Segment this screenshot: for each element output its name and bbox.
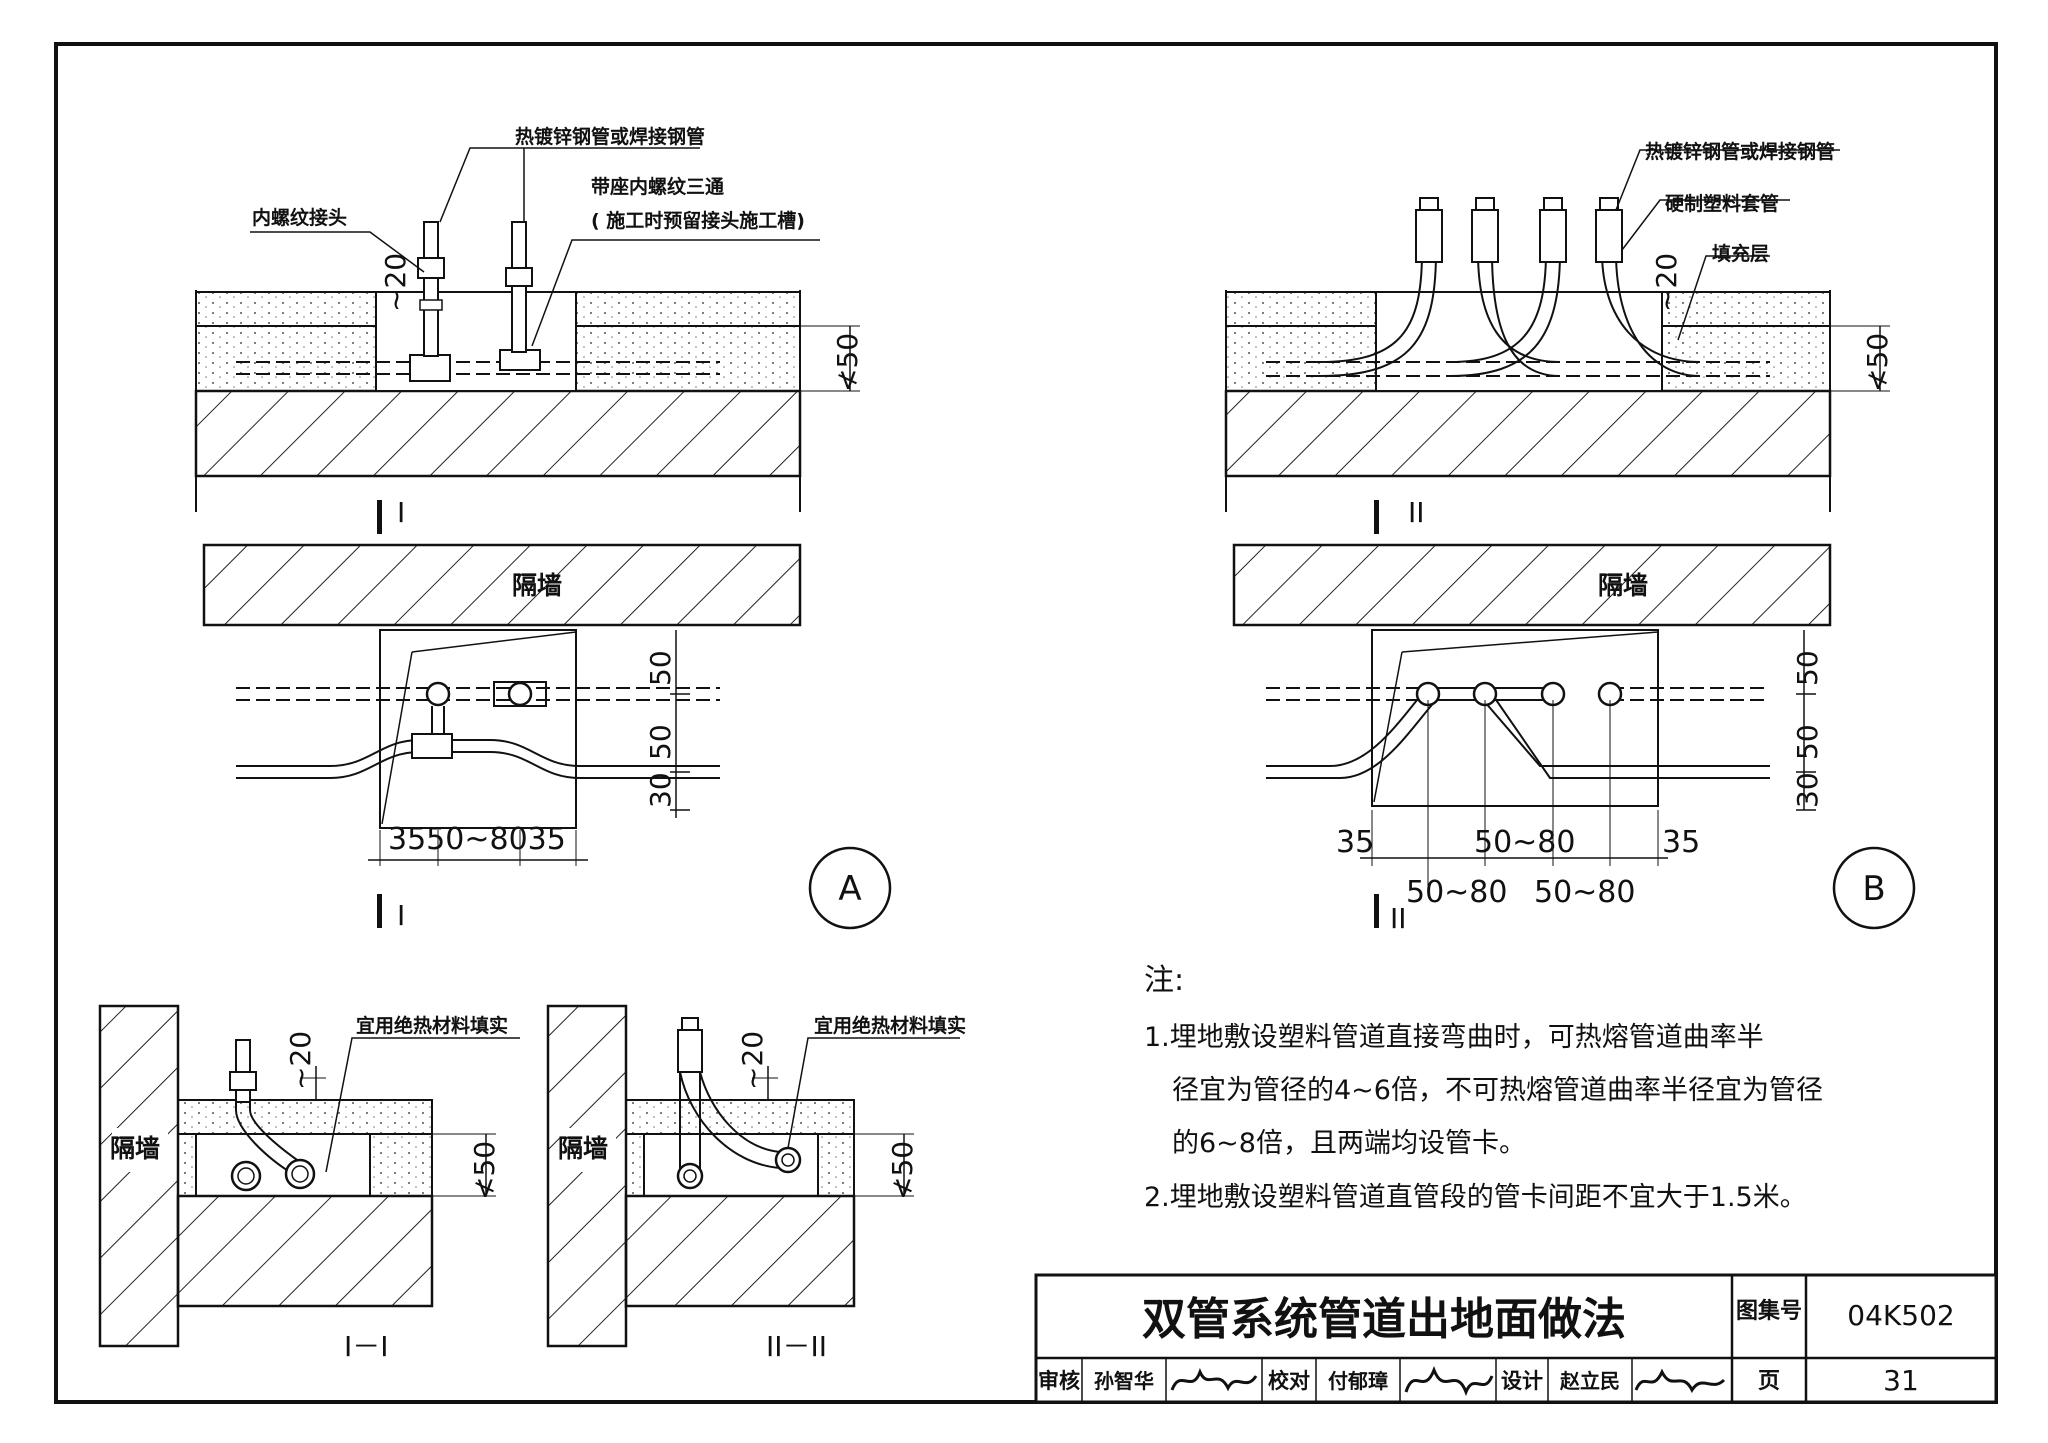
detail-a-pipe-label: 热镀锌钢管或焊接钢管: [515, 125, 705, 148]
detail-b-dim-h-low1: 50~80: [1406, 875, 1507, 910]
detail-b-dim-50: ≮50: [1861, 333, 1894, 392]
section-1-dim-50: ≮50: [468, 1141, 501, 1200]
notes-line-4: 2.埋地敷设塑料管道直管段的管卡间距不宜大于1.5米。: [1144, 1182, 1807, 1213]
detail-b-section-mark-top: II: [1408, 496, 1425, 529]
page-number: 31: [1883, 1364, 1919, 1397]
section-2-wall-label: 隔墙: [558, 1134, 608, 1163]
checker-name: 付郁璋: [1328, 1369, 1388, 1393]
detail-b-circle-label: B: [1862, 869, 1885, 909]
section-2: 隔墙 ~20 ≮50 宜用绝热材料填实 II－II: [546, 1004, 966, 1363]
detail-b-pipe-label: 热镀锌钢管或焊接钢管: [1645, 140, 1835, 163]
detail-a-dim-v2: 50: [644, 724, 677, 760]
notes-line-3: 的6~8倍，且两端均设管卡。: [1172, 1128, 1526, 1159]
detail-b-dim-20: ~20: [1650, 253, 1683, 312]
page-label: 页: [1758, 1369, 1780, 1394]
detail-b-dim-h-left: 35: [1336, 825, 1374, 860]
section-1: 隔墙 ~20 ≮50 宜用绝热材料填实 I－I: [98, 1004, 520, 1363]
detail-b-dim-h-right: 35: [1662, 825, 1700, 860]
detail-a-tee-note: ( 施工时预留接头施工槽): [591, 209, 805, 232]
section-2-caption: II－II: [766, 1330, 827, 1363]
detail-a-wall-label: 隔墙: [512, 571, 562, 600]
detail-a-circle-label: A: [838, 869, 861, 909]
detail-a-dim-v1: 50: [644, 650, 677, 686]
design-label: 设计: [1501, 1369, 1543, 1393]
reviewer-signature: [1170, 1368, 1258, 1392]
detail-a-dim-h: 3550~8035: [388, 822, 566, 857]
drawing-title: 双管系统管道出地面做法: [1142, 1294, 1626, 1345]
detail-b-dim-v1: 50: [1791, 650, 1824, 686]
detail-b-dim-v3: 30: [1791, 772, 1824, 808]
atlas-number: 04K502: [1847, 1299, 1954, 1332]
section-1-wall-label: 隔墙: [110, 1134, 160, 1163]
detail-a-tee-label: 带座内螺纹三通: [591, 175, 725, 198]
detail-a-dim-50: ≮50: [831, 333, 864, 392]
detail-b-dim-h-low2: 50~80: [1534, 875, 1635, 910]
detail-b-dim-v2: 50: [1791, 724, 1824, 760]
notes: 注: 1.埋地敷设塑料管道直接弯曲时，可热熔管道曲率半 径宜为管径的4~6倍，不…: [1144, 963, 1823, 1213]
section-2-fill-note: 宜用绝热材料填实: [814, 1014, 966, 1037]
detail-b-sleeve-label: 硬制塑料套管: [1665, 192, 1779, 215]
detail-b-section-mark-bottom: II: [1390, 902, 1407, 935]
section-1-fill-note: 宜用绝热材料填实: [356, 1014, 508, 1037]
section-2-dim-20: ~20: [736, 1031, 769, 1090]
designer-name: 赵立民: [1559, 1369, 1620, 1393]
detail-a-section-mark-bottom: I: [397, 899, 405, 932]
checker-signature: [1404, 1365, 1494, 1397]
check-label: 校对: [1268, 1369, 1310, 1393]
reviewer-name: 孙智华: [1094, 1369, 1154, 1393]
detail-a-joint-label: 内螺纹接头: [252, 206, 347, 229]
detail-a: 热镀锌钢管或焊接钢管 带座内螺纹三通 ( 施工时预留接头施工槽) 内螺纹接头 ~…: [194, 125, 892, 932]
detail-b: 热镀锌钢管或焊接钢管 硬制塑料套管 填充层 ~20 ≮50 II II 隔墙 5…: [1224, 140, 1916, 935]
notes-heading: 注:: [1144, 963, 1184, 998]
section-2-dim-50: ≮50: [886, 1141, 919, 1200]
section-1-dim-20: ~20: [284, 1031, 317, 1090]
sheet-border: [54, 42, 1998, 1404]
detail-b-wall-label: 隔墙: [1598, 571, 1648, 600]
detail-b-fill-label: 填充层: [1712, 242, 1769, 265]
section-1-caption: I－I: [344, 1330, 389, 1363]
notes-line-1: 1.埋地敷设塑料管道直接弯曲时，可热熔管道曲率半: [1144, 1022, 1764, 1053]
detail-a-dim-20: ~20: [379, 253, 412, 312]
atlas-label: 图集号: [1736, 1298, 1802, 1324]
review-label: 审核: [1038, 1369, 1080, 1393]
detail-a-section-mark-top: I: [397, 496, 405, 529]
title-block: 双管系统管道出地面做法 图集号 04K502 审核 孙智华 校对 付郁璋 设计 …: [1034, 1273, 1998, 1404]
notes-line-2: 径宜为管径的4~6倍，不可热熔管道曲率半径宜为管径: [1172, 1075, 1823, 1106]
detail-a-dim-v3: 30: [644, 772, 677, 808]
designer-signature: [1634, 1368, 1726, 1394]
detail-b-dim-h-mid: 50~80: [1474, 825, 1575, 860]
